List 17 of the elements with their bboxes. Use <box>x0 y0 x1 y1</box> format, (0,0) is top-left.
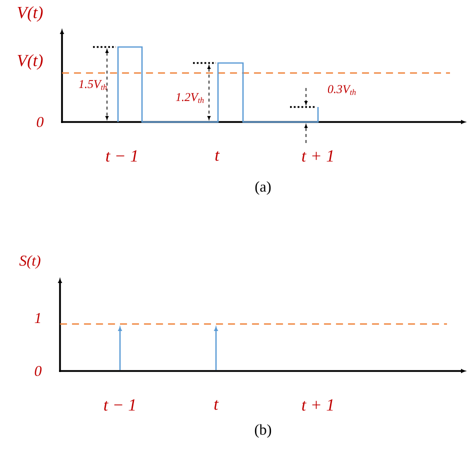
tick-label: t <box>215 151 220 161</box>
dimension-label: 1.2V$_{th}$ <box>176 93 204 103</box>
tick-label: 1 <box>34 313 40 323</box>
tick-label: t − 1 <box>106 150 137 162</box>
tick-label: t <box>214 400 219 410</box>
panel-caption: (a) <box>255 181 271 195</box>
axis-label: S(t) <box>19 255 40 269</box>
dimension-label: 0.3V$_{th}$ <box>328 85 356 95</box>
dimension-label: 1.5V$_{th}$ <box>78 80 107 90</box>
axis-label: V(t) <box>18 6 43 22</box>
tick-label: 0 <box>34 366 42 376</box>
tick-label: t + 1 <box>302 150 333 162</box>
tick-label: t − 1 <box>104 399 135 411</box>
tick-label: 0 <box>36 116 44 128</box>
level-label: V(t) <box>18 54 43 70</box>
tick-label: t + 1 <box>302 399 333 411</box>
panel-caption: (b) <box>254 424 272 438</box>
